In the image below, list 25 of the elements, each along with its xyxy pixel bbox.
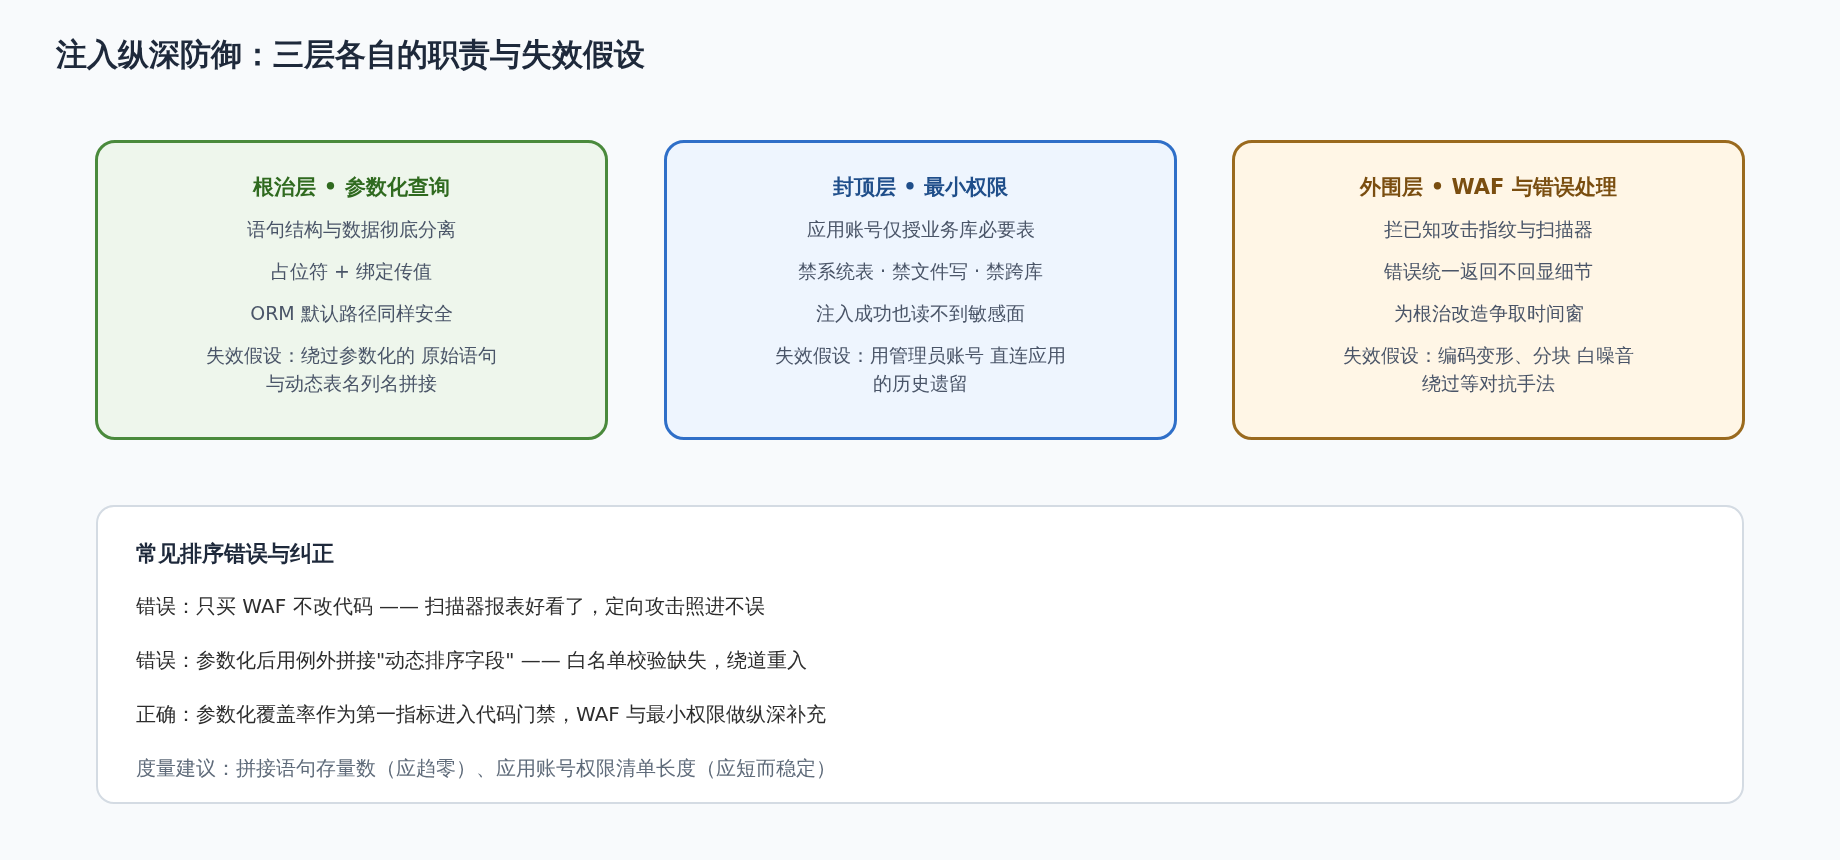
- card-text: 为根治改造争取时间窗: [1393, 301, 1584, 326]
- panel-text: 度量建议：拼接语句存量数（应趋零）、应用账号权限清单长度（应短而稳定）: [136, 755, 837, 782]
- failure-assumption-text: 失效假设：绕过参数化的 原始语句与动态表名列名拼接: [204, 343, 498, 396]
- card-text: 语句结构与数据彻底分离: [247, 217, 456, 242]
- card-text: 注入成功也读不到敏感面: [816, 301, 1025, 326]
- layer-card: [95, 140, 608, 440]
- panel-heading: 常见排序错误与纠正: [136, 540, 335, 568]
- failure-assumption-text: 失效假设：用管理员账号 直连应用的历史遗留: [773, 343, 1067, 396]
- failure-assumption-text: 失效假设：编码变形、分块 白噪音绕过等对抗手法: [1341, 343, 1635, 396]
- card-heading: 外围层 • WAF 与错误处理: [1360, 174, 1617, 201]
- card-heading: 根治层 • 参数化查询: [253, 174, 450, 201]
- card-text: 占位符 + 绑定传值: [271, 259, 432, 284]
- card-text: 禁系统表 · 禁文件写 · 禁跨库: [797, 259, 1044, 284]
- panel-text: 错误：参数化后用例外拼接"动态排序字段" —— 白名单校验缺失，绕道重入: [136, 647, 809, 674]
- card-text: 拦已知攻击指纹与扫描器: [1384, 217, 1593, 242]
- panel-text: 错误：只买 WAF 不改代码 —— 扫描器报表好看了，定向攻击照进不误: [136, 593, 767, 620]
- panel-text: 正确：参数化覆盖率作为第一指标进入代码门禁，WAF 与最小权限做纵深补充: [136, 701, 828, 728]
- diagram-title: 注入纵深防御：三层各自的职责与失效假设: [56, 35, 645, 74]
- card-heading: 封顶层 • 最小权限: [832, 174, 1008, 201]
- layer-card: [664, 140, 1177, 440]
- card-text: ORM 默认路径同样安全: [250, 301, 453, 326]
- card-text: 应用账号仅授业务库必要表: [806, 217, 1035, 242]
- layer-card: [1232, 140, 1745, 440]
- notes-panel: [96, 505, 1744, 804]
- card-text: 错误统一返回不回显细节: [1384, 259, 1593, 284]
